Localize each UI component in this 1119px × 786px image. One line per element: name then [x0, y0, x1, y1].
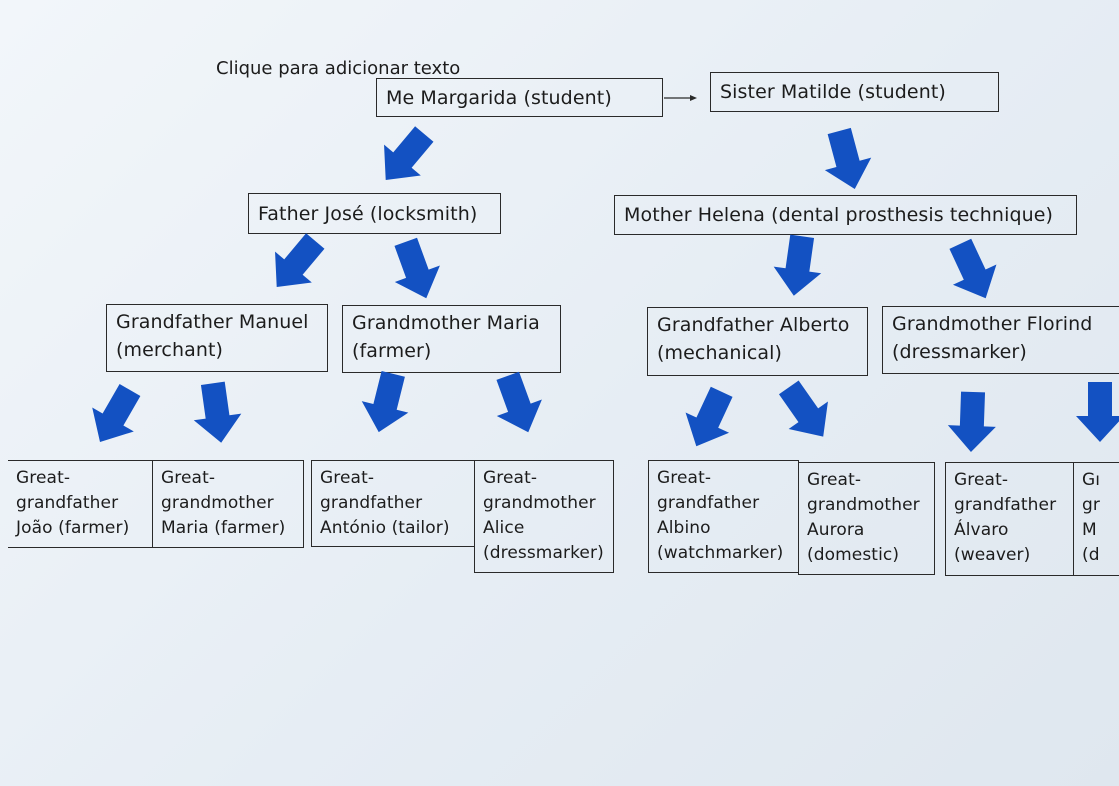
node-ggm-aurora-line4: (domestic) — [807, 545, 900, 565]
arrow-down-right-icon — [949, 238, 997, 299]
arrow-down-right-icon — [394, 237, 440, 299]
node-ggm-maria-line3: Maria (farmer) — [161, 518, 286, 538]
node-ggm-alice-line2: grandmother — [483, 493, 596, 513]
node-grandfather-alberto[interactable]: Grandfather Alberto (mechanical) — [647, 307, 868, 376]
arrow-down-icon — [361, 370, 409, 433]
node-ggm-alice-line3: Alice — [483, 518, 525, 538]
node-ggm-aurora-line3: Aurora — [807, 520, 865, 540]
node-ggf-albino-line3: Albino — [657, 518, 711, 538]
node-great-grandmother-maria[interactable]: Great- grandmother Maria (farmer) — [152, 460, 304, 548]
node-mother-helena-label: Mother Helena (dental prosthesis techniq… — [624, 204, 1054, 226]
node-great-grandfather-alvaro[interactable]: Great- grandfather Álvaro (weaver) — [945, 462, 1074, 576]
placeholder-text[interactable]: Clique para adicionar texto — [216, 58, 461, 79]
node-ggf-alvaro-line1: Great- — [954, 470, 1009, 490]
node-me-margarida[interactable]: Me Margarida (student) — [376, 78, 663, 117]
arrow-down-left-icon — [92, 384, 141, 442]
node-great-grandfather-albino[interactable]: Great- grandfather Albino (watchmarker) — [648, 460, 799, 573]
arrow-down-right-icon — [496, 371, 542, 433]
node-ggf-albino-line4: (watchmarker) — [657, 543, 784, 563]
node-grandmother-florinda[interactable]: Grandmother Florind (dressmarker) — [882, 306, 1119, 374]
arrow-down-right-icon — [778, 380, 828, 437]
node-grandfather-alberto-line2: (mechanical) — [657, 342, 783, 364]
node-grandmother-maria-line1: Grandmother Maria — [352, 312, 540, 334]
arrow-down-icon — [773, 234, 822, 296]
node-ggf-joao-line1: Great- — [16, 468, 71, 488]
node-ggf-antonio-line3: António (tailor) — [320, 518, 450, 538]
node-ggm-cut-line4: (d — [1082, 545, 1100, 565]
node-grandfather-manuel[interactable]: Grandfather Manuel (merchant) — [106, 304, 328, 372]
node-grandmother-maria-line2: (farmer) — [352, 340, 432, 362]
node-ggf-joao-line2: grandfather — [16, 493, 119, 513]
node-ggm-aurora-line2: grandmother — [807, 495, 920, 515]
node-ggf-joao-line3: João (farmer) — [16, 518, 130, 538]
node-ggm-alice-line4: (dressmarker) — [483, 543, 604, 563]
node-mother-helena[interactable]: Mother Helena (dental prosthesis techniq… — [614, 195, 1077, 235]
node-ggm-alice-line1: Great- — [483, 468, 538, 488]
node-me-margarida-label: Me Margarida (student) — [386, 87, 612, 109]
arrow-down-icon — [193, 381, 242, 443]
node-grandmother-maria[interactable]: Grandmother Maria (farmer) — [342, 305, 561, 373]
node-ggm-cut-line3: M — [1082, 520, 1097, 540]
arrow-down-icon — [947, 391, 996, 452]
node-ggm-cut-line1: Gı — [1082, 470, 1101, 490]
node-grandfather-manuel-line2: (merchant) — [116, 339, 224, 361]
arrow-down-left-icon — [685, 386, 733, 447]
node-ggm-aurora-line1: Great- — [807, 470, 862, 490]
node-grandfather-alberto-line1: Grandfather Alberto — [657, 314, 850, 336]
node-great-grandfather-joao[interactable]: Great- grandfather João (farmer) — [8, 460, 153, 548]
node-grandmother-florinda-line1: Grandmother Florind — [892, 313, 1093, 335]
arrow-down-partial-icon — [1076, 382, 1119, 442]
node-ggf-albino-line2: grandfather — [657, 493, 760, 513]
node-ggm-maria-line2: grandmother — [161, 493, 274, 513]
node-ggf-alvaro-line2: grandfather — [954, 495, 1057, 515]
arrow-down-left-icon — [275, 233, 325, 287]
node-ggf-alvaro-line3: Álvaro — [954, 520, 1009, 540]
node-ggf-antonio-line2: grandfather — [320, 493, 423, 513]
arrow-down-right-icon — [824, 127, 872, 189]
node-ggm-cut-line2: gr — [1082, 495, 1100, 515]
node-great-grandmother-aurora[interactable]: Great- grandmother Aurora (domestic) — [798, 462, 935, 575]
node-father-jose-label: Father José (locksmith) — [258, 203, 478, 225]
node-sister-matilde-label: Sister Matilde (student) — [720, 81, 946, 103]
arrow-down-left-icon — [384, 126, 434, 180]
node-great-grandmother-alice[interactable]: Great- grandmother Alice (dressmarker) — [474, 460, 614, 573]
node-great-grandmother-cut[interactable]: Gı gr M (d — [1073, 462, 1119, 576]
node-grandfather-manuel-line1: Grandfather Manuel — [116, 311, 309, 333]
node-father-jose[interactable]: Father José (locksmith) — [248, 193, 501, 234]
connector-me-to-sister — [664, 95, 697, 101]
node-ggf-antonio-line1: Great- — [320, 468, 375, 488]
node-ggf-albino-line1: Great- — [657, 468, 712, 488]
node-ggm-maria-line1: Great- — [161, 468, 216, 488]
node-ggf-alvaro-line4: (weaver) — [954, 545, 1031, 565]
node-grandmother-florinda-line2: (dressmarker) — [892, 341, 1027, 363]
node-sister-matilde[interactable]: Sister Matilde (student) — [710, 72, 999, 112]
